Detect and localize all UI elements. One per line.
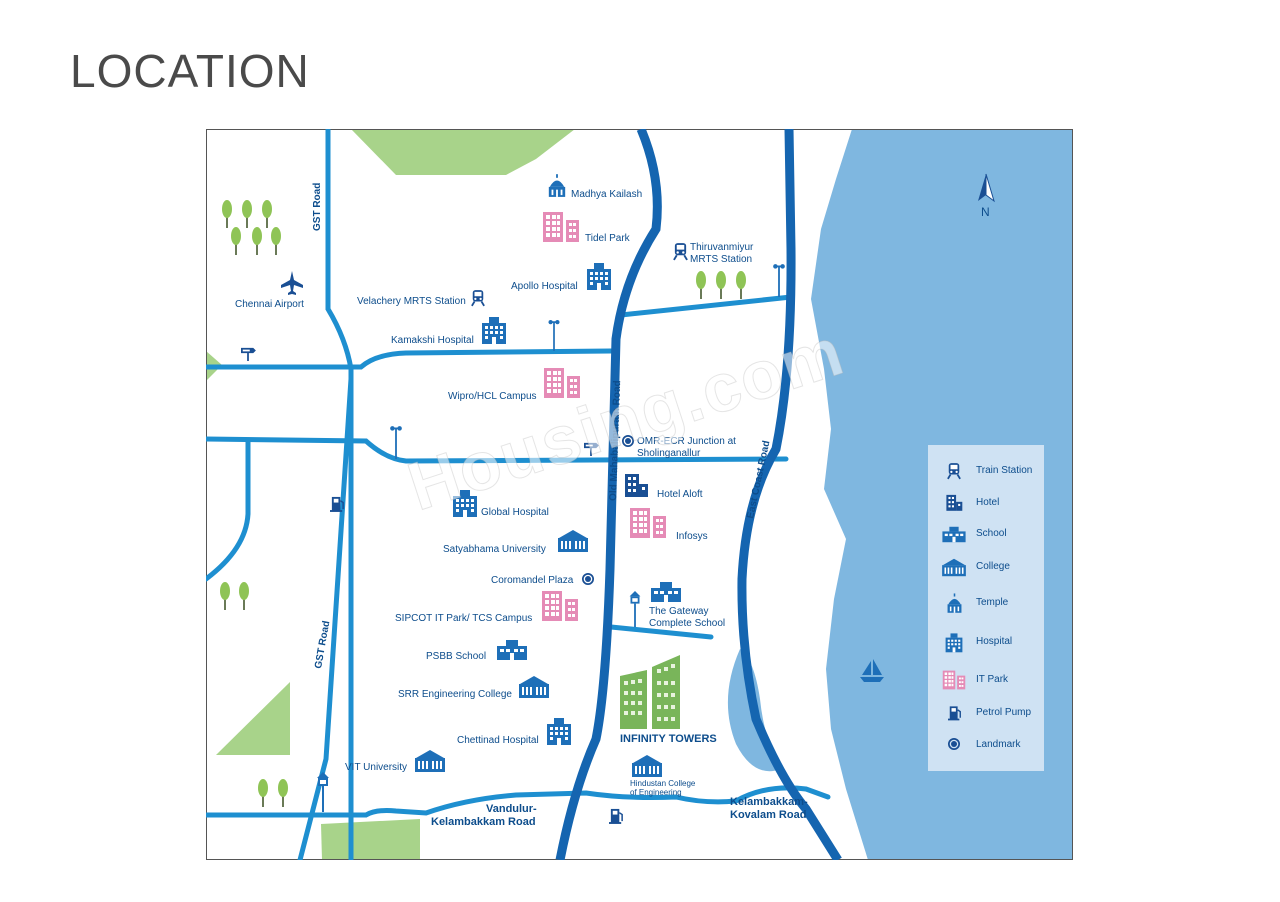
label-apollo-hospital: Apollo Hospital: [511, 281, 578, 292]
label-srr-college: SRR Engineering College: [398, 689, 512, 700]
label-infinity-towers: INFINITY TOWERS: [620, 733, 717, 745]
label-velachery-mrts: Velachery MRTS Station: [357, 296, 466, 307]
legend-item-train-station: Train Station: [928, 461, 1044, 481]
label-chettinad-hospital: Chettinad Hospital: [457, 735, 539, 746]
label-global-hospital: Global Hospital: [481, 507, 549, 518]
label-wipro-hcl: Wipro/HCL Campus: [448, 391, 537, 402]
legend-item-it-park: IT Park: [928, 670, 1044, 690]
park: [351, 129, 575, 175]
petrol-pump-icon: [948, 705, 962, 721]
label-sipcot: SIPCOT IT Park/ TCS Campus: [395, 613, 532, 624]
road-label-kovalam-2: Kovalam Road: [730, 809, 806, 821]
label-madhya-kailash: Madhya Kailash: [571, 189, 642, 200]
road-label-gst-upper: GST Road: [312, 183, 323, 231]
hospital-icon: [945, 633, 963, 653]
page-title: LOCATION: [70, 45, 310, 97]
legend-item-temple: Temple: [928, 593, 1044, 613]
label-hindustan-college: Hindustan College: [630, 779, 696, 788]
road-label-vandalur-2: Kelambakkam Road: [431, 816, 536, 828]
label-thiruvanmiyur: Thiruvanmiyur: [690, 242, 754, 253]
legend-item-college: College: [928, 557, 1044, 577]
school-icon: [942, 526, 966, 543]
park: [321, 819, 420, 860]
north-arrow: N: [978, 173, 995, 219]
map-legend: Train Station Hotel School College Templ…: [928, 445, 1044, 771]
label-satyabhama-university: Satyabhama University: [443, 544, 546, 555]
road-label-vandalur-1: Vandulur-: [486, 803, 537, 815]
hotel-icon: [946, 494, 963, 511]
boat-icon: [860, 659, 884, 682]
label-chennai-airport: Chennai Airport: [235, 299, 304, 310]
major-roads: [555, 129, 842, 860]
legend-item-petrol-pump: Petrol Pump: [928, 703, 1044, 723]
it-park-icon: [942, 670, 966, 690]
legend-item-school: School: [928, 524, 1044, 544]
map-border: [206, 129, 1073, 860]
label-psbb-school: PSBB School: [426, 651, 486, 662]
road-label-omr: Old Mahabalipuram Road: [608, 380, 623, 501]
label-sholinganallur: Sholinganallur: [637, 448, 701, 459]
legend-item-landmark: Landmark: [928, 735, 1044, 755]
airplane-icon: [281, 271, 303, 295]
college-icon: [942, 558, 966, 577]
label-hindustan-engineering: of Engineering: [630, 788, 682, 797]
label-omr-ecr-junction: OMR-ECR Junction at: [637, 436, 736, 447]
minor-roads: [206, 129, 831, 860]
park: [216, 682, 290, 755]
label-coromandel-plaza: Coromandel Plaza: [491, 575, 574, 586]
label-infosys: Infosys: [676, 531, 708, 542]
infinity-towers-building: [620, 655, 680, 729]
legend-item-hotel: Hotel: [928, 493, 1044, 513]
north-label: N: [981, 205, 990, 219]
label-gateway-complete: Complete School: [649, 618, 725, 629]
label-gateway-school: The Gateway: [649, 606, 708, 617]
temple-icon: [947, 593, 962, 613]
label-kamakshi-hospital: Kamakshi Hospital: [391, 335, 474, 346]
train-icon: [947, 462, 961, 480]
landmark-icon: [948, 738, 960, 750]
label-thiruvanmiyur-mrts: MRTS Station: [690, 254, 752, 265]
label-vit-university: VIT University: [345, 762, 407, 773]
legend-item-hospital: Hospital: [928, 632, 1044, 653]
label-tidel-park: Tidel Park: [585, 233, 631, 244]
label-hotel-aloft: Hotel Aloft: [657, 489, 703, 500]
road-label-kovalam-1: Kelambakkam-: [730, 796, 808, 808]
